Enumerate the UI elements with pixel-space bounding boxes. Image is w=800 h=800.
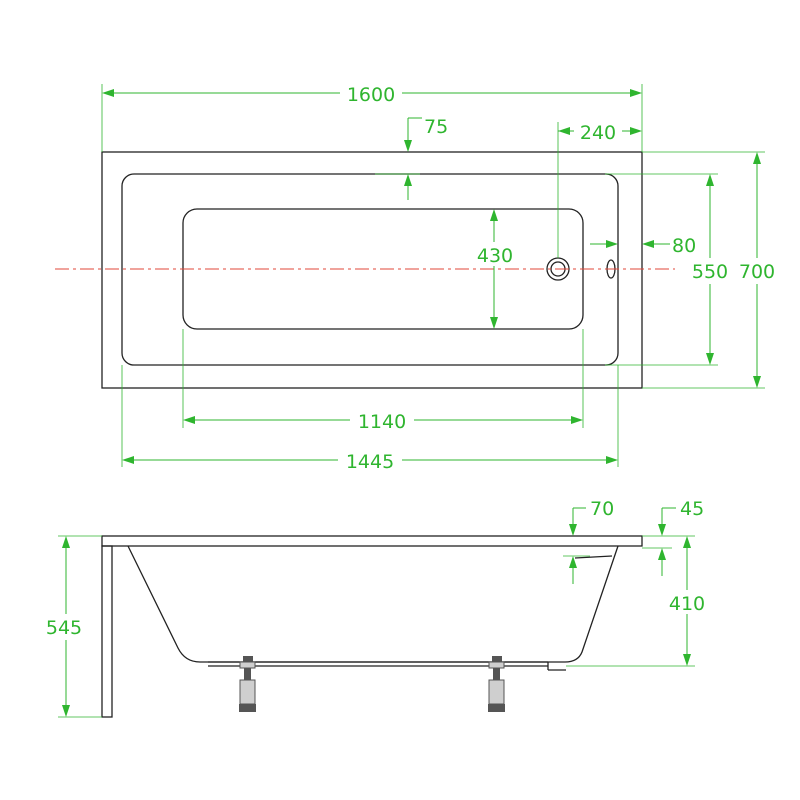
- dim-label-total-height: 545: [46, 617, 82, 639]
- tub-body-profile: [127, 545, 619, 663]
- dim-waste-offset: 240: [557, 118, 642, 258]
- dim-label-total-width: 700: [739, 261, 775, 283]
- dim-label-overflow-offset: 80: [672, 235, 696, 257]
- tub-outer-rim: [101, 151, 643, 389]
- top-view: [55, 151, 675, 389]
- dim-inner-length: 1445: [121, 365, 619, 473]
- dim-overflow-offset: 80: [590, 235, 696, 257]
- dim-label-inner-length: 1445: [346, 451, 394, 473]
- dim-label-inner-rim-offset: 75: [424, 116, 448, 138]
- dim-label-rim-thickness: 70: [590, 498, 614, 520]
- dim-label-base-width: 430: [477, 245, 513, 267]
- dim-inner-rim-offset: 75: [375, 116, 448, 200]
- dim-rim-thickness: 70: [563, 498, 614, 584]
- side-rim: [101, 535, 643, 547]
- dim-total-length: 1600: [101, 80, 643, 152]
- dim-label-base-length: 1140: [358, 411, 406, 433]
- support-leg-left: [239, 656, 256, 712]
- dim-base-width: 430: [470, 209, 520, 329]
- dim-total-width: 700: [642, 151, 780, 389]
- dim-label-depth: 410: [669, 593, 705, 615]
- dim-inner-width: 550: [605, 173, 732, 366]
- dim-label-total-length: 1600: [347, 84, 395, 106]
- dim-base-length: 1140: [182, 329, 584, 433]
- dim-label-waste-offset: 240: [580, 122, 616, 144]
- end-panel: [101, 545, 113, 718]
- side-view: [101, 535, 643, 718]
- dim-rim-step: 45: [642, 498, 704, 576]
- dim-label-rim-step: 45: [680, 498, 704, 520]
- dim-label-inner-width: 550: [692, 261, 728, 283]
- support-leg-right: [488, 656, 505, 712]
- dim-depth: 410: [566, 535, 710, 667]
- dim-total-height: 545: [42, 535, 102, 718]
